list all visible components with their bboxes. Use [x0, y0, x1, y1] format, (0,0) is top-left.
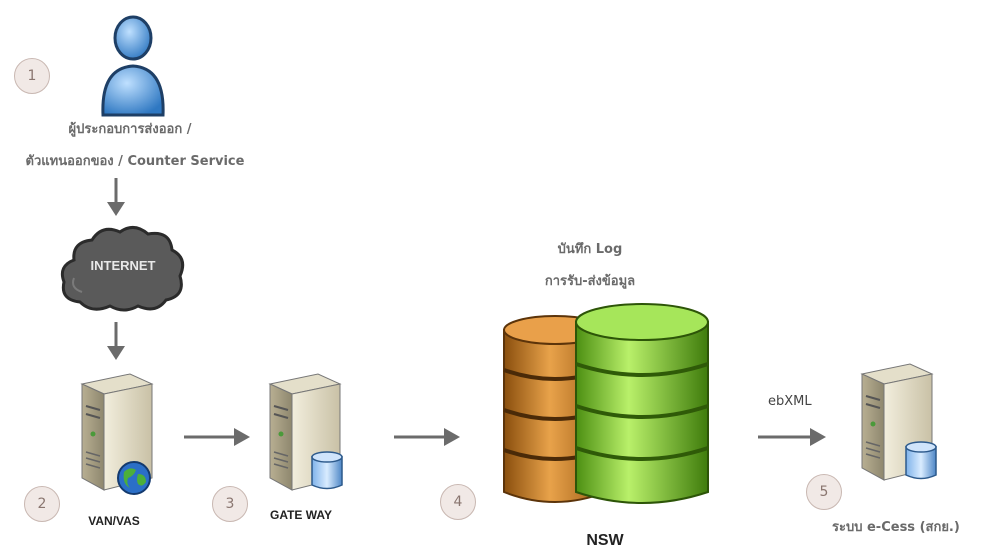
user-label-line2: ตัวแทนออกของ / Counter Service	[25, 154, 245, 169]
user-icon	[101, 15, 165, 117]
step-4-number: 4	[453, 494, 463, 510]
gateway-label: GATE WAY	[269, 508, 332, 522]
internet-label: INTERNET	[90, 258, 156, 273]
van-label: VAN/VAS	[88, 514, 140, 528]
step-4-badge: 4	[440, 484, 476, 520]
nsw-label: NSW	[586, 532, 624, 549]
arrow-user-to-internet	[107, 178, 125, 216]
gateway-database-icon	[311, 451, 343, 490]
globe-icon	[117, 461, 151, 495]
arrow-nsw-to-ecess	[758, 428, 826, 446]
step-1-number: 1	[27, 68, 37, 84]
ecess-label: ระบบ e-Cess (สกย.)	[832, 520, 960, 535]
step-3-number: 3	[225, 496, 235, 512]
arrow-gateway-to-nsw	[394, 428, 460, 446]
ebxml-label: ebXML	[768, 394, 812, 409]
step-5-badge: 5	[806, 474, 842, 510]
log-label-line2: การรับ-ส่งข้อมูล	[544, 274, 636, 289]
step-3-badge: 3	[212, 486, 248, 522]
step-2-badge: 2	[24, 486, 60, 522]
arrow-internet-to-van	[107, 322, 125, 360]
arrow-van-to-gateway	[184, 428, 250, 446]
step-1-badge: 1	[14, 58, 50, 94]
step-5-number: 5	[819, 484, 829, 500]
user-label-line1: ผู้ประกอบการส่งออก /	[68, 122, 192, 137]
nsw-database-green-icon	[575, 303, 709, 504]
ecess-database-icon	[905, 441, 937, 480]
step-2-number: 2	[37, 496, 47, 512]
internet-cloud-icon	[60, 226, 185, 312]
log-label-line1: บันทึก Log	[557, 242, 623, 257]
